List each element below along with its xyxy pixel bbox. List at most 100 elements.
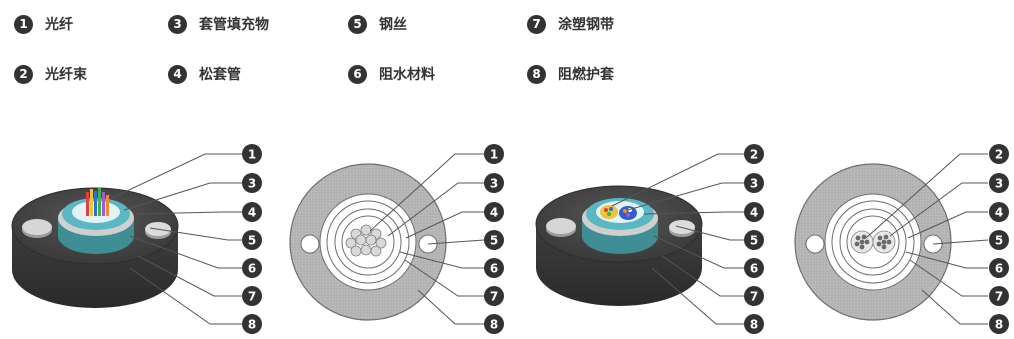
callout-5: 5 bbox=[744, 230, 764, 250]
callout-5: 5 bbox=[989, 230, 1009, 250]
legend-number-badge: 6 bbox=[348, 64, 367, 84]
callout-7: 7 bbox=[744, 286, 764, 306]
svg-text:2: 2 bbox=[995, 148, 1003, 162]
callouts-diagram-3: 2 3 4 5 6 7 8 bbox=[744, 144, 764, 334]
svg-text:5: 5 bbox=[750, 234, 758, 248]
svg-text:3: 3 bbox=[995, 177, 1003, 191]
legend-item-6: 6 阻水材料 bbox=[348, 64, 435, 84]
callout-2: 2 bbox=[989, 144, 1009, 164]
svg-text:3: 3 bbox=[490, 177, 498, 191]
svg-text:7: 7 bbox=[248, 290, 256, 304]
legend-label: 阻水材料 bbox=[379, 67, 435, 83]
callout-7: 7 bbox=[484, 286, 504, 306]
callout-4: 4 bbox=[484, 202, 504, 222]
svg-text:4: 4 bbox=[995, 206, 1003, 220]
cross-section-cable-fibers bbox=[289, 163, 447, 321]
legend-number-badge: 8 bbox=[527, 64, 546, 84]
legend-label: 套管填充物 bbox=[199, 17, 269, 33]
callout-4: 4 bbox=[989, 202, 1009, 222]
svg-text:2: 2 bbox=[750, 148, 758, 162]
leader-lines bbox=[111, 153, 989, 325]
steel-wire-end bbox=[669, 220, 695, 234]
legend-item-3: 3 套管填充物 bbox=[168, 14, 269, 34]
svg-text:4: 4 bbox=[750, 206, 758, 220]
legend-number-badge: 2 bbox=[14, 64, 33, 84]
perspective-cable-fibers bbox=[11, 187, 179, 308]
legend-number-badge: 3 bbox=[168, 14, 187, 34]
fiber-bundle bbox=[600, 205, 637, 220]
callout-4: 4 bbox=[744, 202, 764, 222]
svg-text:3: 3 bbox=[248, 177, 256, 191]
steel-wire-section bbox=[805, 234, 825, 254]
svg-text:6: 6 bbox=[750, 262, 758, 276]
legend-number-badge: 1 bbox=[14, 14, 33, 34]
callout-5: 5 bbox=[484, 230, 504, 250]
legend-label: 光纤 bbox=[45, 17, 73, 33]
callout-3: 3 bbox=[744, 173, 764, 193]
legend-number-badge: 4 bbox=[168, 64, 187, 84]
legend-label: 钢丝 bbox=[379, 17, 407, 33]
callout-6: 6 bbox=[242, 258, 262, 278]
callout-3: 3 bbox=[989, 173, 1009, 193]
legend-label: 松套管 bbox=[199, 67, 241, 83]
callout-8: 8 bbox=[242, 314, 262, 334]
svg-text:6: 6 bbox=[995, 262, 1003, 276]
callout-5: 5 bbox=[242, 230, 262, 250]
callout-8: 8 bbox=[484, 314, 504, 334]
callout-6: 6 bbox=[744, 258, 764, 278]
svg-text:7: 7 bbox=[995, 290, 1003, 304]
callouts-diagram-1: 1 3 4 5 6 7 8 bbox=[242, 144, 262, 334]
callout-7: 7 bbox=[989, 286, 1009, 306]
legend-item-5: 5 钢丝 bbox=[348, 14, 407, 34]
svg-text:8: 8 bbox=[750, 318, 758, 332]
callout-1: 1 bbox=[242, 144, 262, 164]
svg-text:6: 6 bbox=[248, 262, 256, 276]
fiber-bundle-pair bbox=[850, 230, 896, 254]
legend-label: 涂塑钢带 bbox=[558, 17, 614, 33]
legend-label: 阻燃护套 bbox=[558, 67, 614, 83]
steel-wire-end bbox=[22, 219, 52, 235]
legend-number-badge: 5 bbox=[348, 14, 367, 34]
legend-item-7: 7 涂塑钢带 bbox=[527, 14, 614, 34]
callout-7: 7 bbox=[242, 286, 262, 306]
legend-label: 光纤束 bbox=[45, 67, 87, 83]
callout-3: 3 bbox=[242, 173, 262, 193]
svg-text:7: 7 bbox=[490, 290, 498, 304]
svg-text:4: 4 bbox=[248, 206, 256, 220]
steel-wire-section bbox=[300, 234, 320, 254]
svg-text:4: 4 bbox=[490, 206, 498, 220]
legend-item-1: 1 光纤 bbox=[14, 14, 73, 34]
svg-text:7: 7 bbox=[750, 290, 758, 304]
legend-item-2: 2 光纤束 bbox=[14, 64, 87, 84]
svg-text:5: 5 bbox=[995, 234, 1003, 248]
svg-text:8: 8 bbox=[490, 318, 498, 332]
callout-4: 4 bbox=[242, 202, 262, 222]
svg-text:1: 1 bbox=[490, 148, 498, 162]
fiber-bundle bbox=[86, 188, 109, 216]
legend-item-8: 8 阻燃护套 bbox=[527, 64, 614, 84]
callout-2: 2 bbox=[744, 144, 764, 164]
legend-item-4: 4 松套管 bbox=[168, 64, 241, 84]
steel-wire-end bbox=[546, 218, 576, 234]
callout-3: 3 bbox=[484, 173, 504, 193]
callout-6: 6 bbox=[989, 258, 1009, 278]
fiber-cluster bbox=[345, 224, 387, 257]
callout-8: 8 bbox=[744, 314, 764, 334]
svg-text:1: 1 bbox=[248, 148, 256, 162]
cross-section-cable-bundles bbox=[794, 163, 952, 321]
callouts-diagram-4: 2 3 4 5 6 7 8 bbox=[989, 144, 1009, 334]
svg-text:6: 6 bbox=[490, 262, 498, 276]
svg-text:5: 5 bbox=[248, 234, 256, 248]
callout-6: 6 bbox=[484, 258, 504, 278]
svg-text:8: 8 bbox=[248, 318, 256, 332]
callout-8: 8 bbox=[989, 314, 1009, 334]
callouts-diagram-2: 1 3 4 5 6 7 8 bbox=[484, 144, 504, 334]
perspective-cable-bundles bbox=[535, 185, 703, 306]
svg-text:5: 5 bbox=[490, 234, 498, 248]
svg-text:3: 3 bbox=[750, 177, 758, 191]
legend-number-badge: 7 bbox=[527, 14, 546, 34]
callout-1: 1 bbox=[484, 144, 504, 164]
svg-text:8: 8 bbox=[995, 318, 1003, 332]
